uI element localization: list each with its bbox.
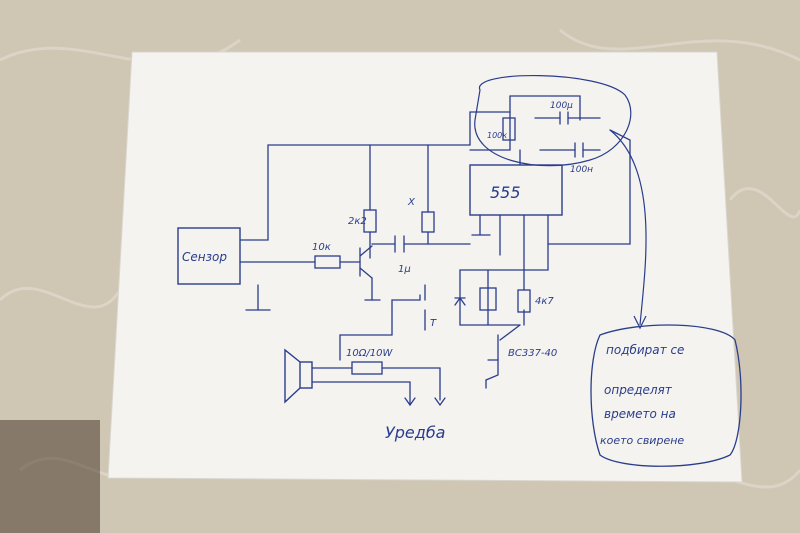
paper-sheet <box>107 51 743 483</box>
label-c-100u: 100μ <box>550 101 573 111</box>
resistor-top <box>502 117 516 141</box>
label-r-2k2: 2к2 <box>348 216 367 227</box>
resistor-x <box>421 211 435 233</box>
label-r-10k: 10к <box>312 242 331 253</box>
label-r-load: 10Ω/10W <box>346 348 393 359</box>
label-r-x: Х <box>407 197 416 208</box>
ic-555-label: 555 <box>490 183 521 202</box>
highlight-circle <box>474 75 632 167</box>
label-device: Уредба <box>385 423 445 442</box>
label-r-top: 100к <box>487 131 507 140</box>
note-bubble <box>590 324 742 467</box>
speaker-icon <box>284 348 313 404</box>
label-r-4k7: 4к7 <box>535 296 554 307</box>
wires <box>239 95 631 407</box>
resistor-2k2 <box>363 209 377 233</box>
resistor-10k <box>314 255 341 269</box>
note-line-4: което свирене <box>600 434 684 447</box>
label-c-1u: 1μ <box>398 264 411 275</box>
label-relay-contact: Т <box>430 318 437 329</box>
sensor-block <box>177 227 241 285</box>
note-arrow <box>609 129 647 326</box>
note-line-3: времето на <box>604 407 676 421</box>
label-transistor: BC337-40 <box>508 348 557 359</box>
note-line-1: подбират се <box>606 343 684 357</box>
note-line-2: определят <box>604 383 673 397</box>
label-c-100n: 100н <box>570 165 593 175</box>
table-edge-shadow <box>0 420 100 533</box>
arrowhead-icon <box>633 315 647 330</box>
ic-555-block <box>469 164 563 216</box>
sensor-label: Сензор <box>182 250 227 264</box>
